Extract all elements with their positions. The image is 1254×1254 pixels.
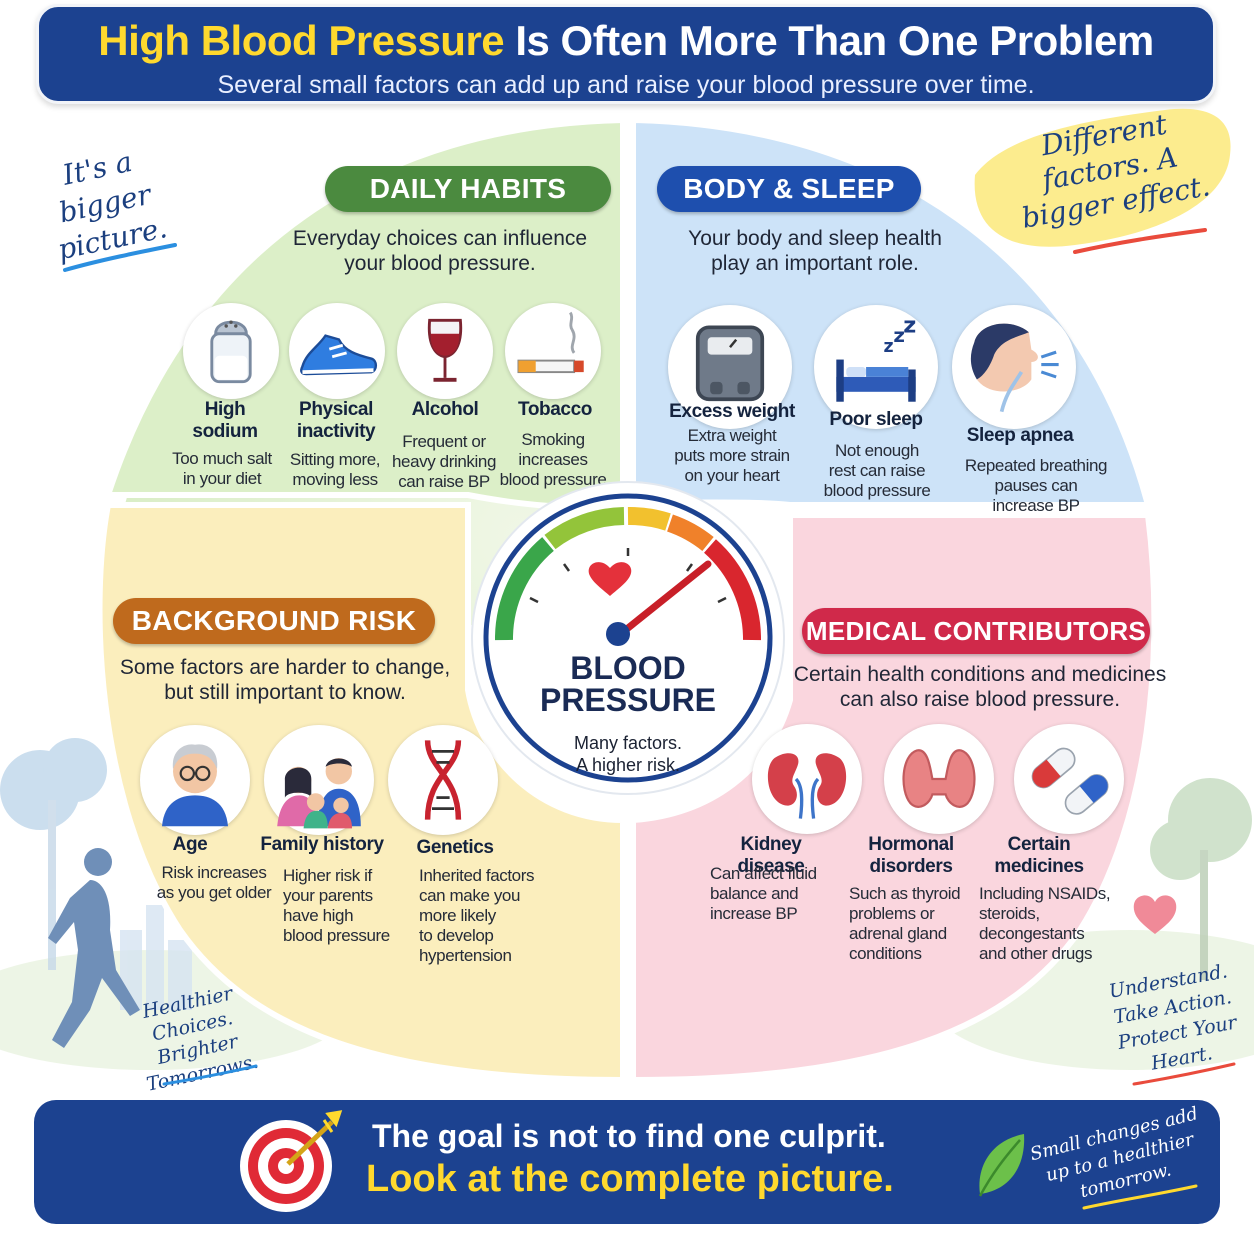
background-risk-title: BACKGROUND RISK	[113, 598, 435, 644]
heart-icon	[1133, 895, 1177, 934]
label-tobacco: Tobacco	[518, 399, 592, 420]
label-sleep-apnea: Sleep apnea	[966, 425, 1074, 446]
target-icon	[240, 1110, 343, 1212]
gauge-subtitle: Many factors.A higher risk.	[573, 733, 683, 775]
daily-habits-title: DAILY HABITS	[325, 166, 611, 212]
medical-contributors-title: MEDICAL CONTRIBUTORS	[802, 608, 1150, 654]
label-kidney-disease: Kidney disease	[737, 834, 805, 877]
yellow-brush-note-bg	[974, 108, 1231, 247]
label-genetics: Genetics	[416, 837, 494, 858]
kidneys-icon	[752, 724, 862, 834]
family-icon	[264, 725, 374, 835]
tree-left	[0, 738, 107, 970]
desc-physical-inactivity: Sitting more,moving less	[289, 450, 381, 489]
title-highlight: High Blood Pressure	[98, 17, 505, 64]
underline-red-bottom-right	[1132, 1062, 1236, 1086]
cigarette-icon	[505, 303, 601, 399]
wine-glass-icon	[397, 303, 493, 399]
runner-silhouette	[48, 848, 140, 1048]
sneaker-icon	[289, 303, 385, 399]
blood-pressure-gauge	[471, 481, 785, 795]
svg-text:z: z	[883, 337, 893, 357]
background-risk-desc: Some factors are harder to change,but st…	[119, 656, 451, 704]
label-poor-sleep: Poor sleep	[829, 409, 923, 430]
footer-line-1: The goal is not to find one culprit.	[372, 1118, 886, 1154]
footer-line-2: Look at the complete picture.	[366, 1158, 894, 1200]
page-subtitle: Several small factors can add up and rai…	[217, 71, 1035, 99]
footer-banner: The goal is not to find one culprit. Loo…	[34, 1100, 1220, 1224]
label-age: Age	[172, 834, 208, 855]
underline-blue-bottom-left	[162, 1064, 258, 1086]
underline-blue-left	[63, 243, 177, 272]
dna-icon	[388, 725, 498, 835]
underline-yellow-footer	[1082, 1184, 1198, 1210]
svg-text:z: z	[893, 324, 905, 347]
underline-red-right	[1073, 228, 1207, 254]
salt-shaker-icon	[183, 303, 279, 399]
header-banner: High Blood Pressure Is Often More Than O…	[36, 4, 1216, 104]
body-sleep-title: BODY & SLEEP	[657, 166, 921, 212]
elderly-man-icon	[140, 725, 250, 835]
svg-text:z: z	[903, 312, 916, 338]
thyroid-icon	[884, 724, 994, 834]
label-excess-weight: Excess weight	[669, 401, 795, 422]
tree-right	[1150, 778, 1252, 980]
sleep-apnea-icon	[952, 305, 1076, 429]
title-rest: Is Often More Than One Problem	[504, 17, 1154, 64]
pills-icon	[1014, 724, 1124, 834]
page-title: High Blood Pressure Is Often More Than O…	[39, 17, 1213, 65]
leaf-icon	[978, 1134, 1025, 1197]
scale-icon	[668, 305, 792, 429]
label-alcohol: Alcohol	[411, 399, 479, 420]
label-family-history: Family history	[260, 834, 384, 855]
